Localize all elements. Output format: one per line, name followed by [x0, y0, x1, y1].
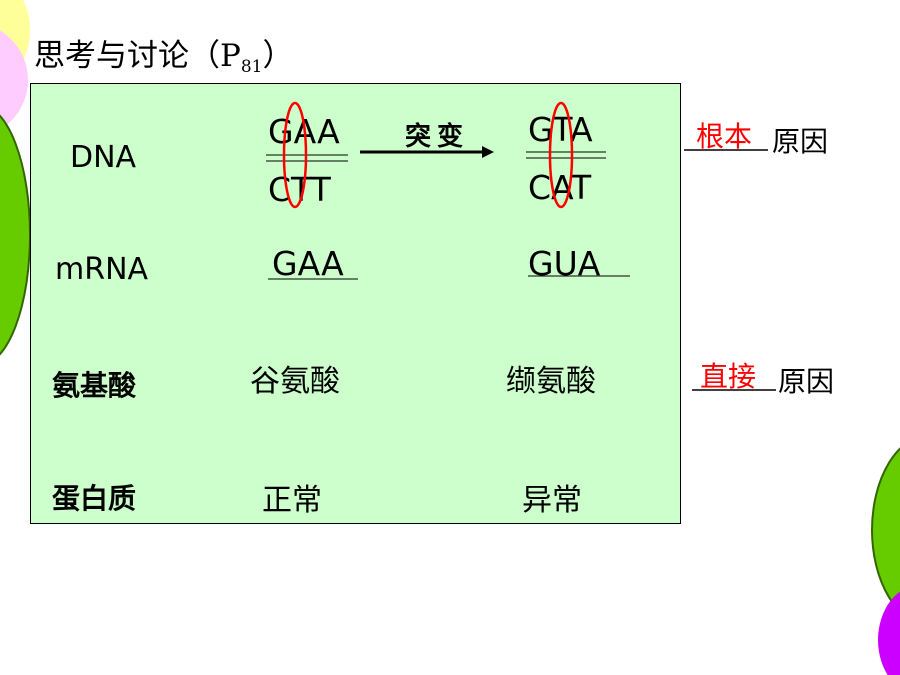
protein-abnormal: 异常 [522, 483, 582, 518]
root-cause-suffix: 原因 [772, 125, 829, 158]
row-label-mrna: mRNA [55, 252, 149, 287]
mutation-arrowhead-icon [482, 146, 494, 158]
protein-normal: 正常 [262, 483, 322, 518]
amino-acid-mutant: 缬氨酸 [506, 364, 596, 399]
green-circle-decoration-right [871, 447, 900, 613]
purple-circle-decoration [878, 591, 900, 675]
row-label-protein: 蛋白质 [52, 482, 137, 515]
normal-base-highlight-circle [282, 101, 308, 209]
direct-cause-answer: 直接 [700, 360, 757, 393]
mrna-mutant-sequence: GUA [528, 244, 601, 283]
mutant-base-highlight-circle [548, 101, 574, 209]
page-title: 思考与讨论（P81） [34, 38, 294, 77]
amino-acid-normal: 谷氨酸 [250, 364, 340, 399]
mutation-arrow-label: 突变 [405, 122, 470, 152]
row-label-amino-acid: 氨基酸 [52, 369, 137, 402]
row-label-dna: DNA [70, 140, 137, 175]
direct-cause-suffix: 原因 [778, 365, 835, 398]
pink-circle-decoration [0, 30, 28, 130]
dna-mutant-top-strand: GTA [528, 110, 593, 149]
root-cause-answer: 根本 [696, 120, 753, 153]
dna-mutant-bottom-strand: CAT [528, 168, 592, 207]
mrna-normal-sequence: GAA [272, 244, 344, 283]
